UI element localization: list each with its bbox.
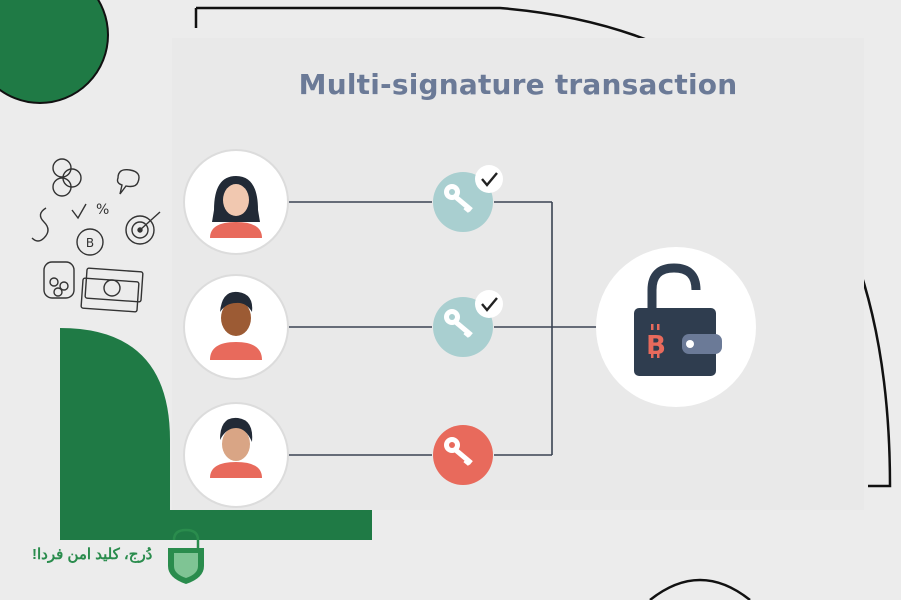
green-circle-top-left [0,0,108,103]
diagram-card [172,38,864,510]
outline-arc-bottom [649,578,751,600]
diagram-title: Multi-signature transaction [298,68,738,101]
finance-doodles-icon: % B [31,158,161,313]
svg-text:B: B [646,331,666,361]
shield-logo-icon [168,528,204,584]
checkmark-2 [475,290,503,318]
bitcoin-wallet-lock-icon: B [596,247,756,407]
green-circle-outline [0,0,109,104]
key-3-unsigned [433,425,493,485]
green-block-bottom-left [60,328,372,540]
connector-lines [287,201,598,456]
svg-text:B: B [86,236,94,250]
signer-1-avatar [183,149,289,255]
signer-2-avatar [183,274,289,380]
brand-tagline: دُرج، کلید امن فردا! [32,546,153,563]
svg-text:%: % [96,202,109,218]
signer-3-avatar [183,402,289,508]
checkmark-1 [475,165,503,193]
